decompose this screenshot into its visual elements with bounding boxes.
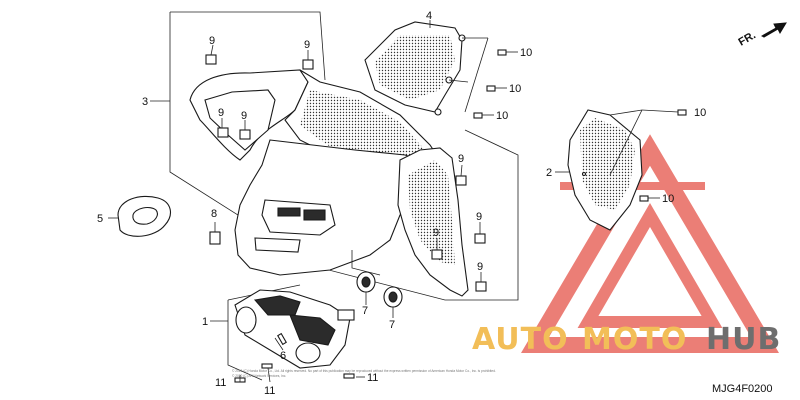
callout-11c: 11 — [367, 372, 378, 384]
watermark-triangle-outer — [520, 134, 780, 353]
copyright-notice: © 2020 (C) Honda Motor Co., Ltd. All rig… — [232, 369, 496, 378]
callout-11a: 11 — [215, 377, 226, 389]
callout-2: 2 — [546, 167, 552, 179]
front-label: FR. — [737, 29, 758, 48]
front-arrow-icon — [760, 22, 787, 38]
grommet-part-7-right — [383, 286, 403, 308]
callout-10a: 10 — [520, 47, 532, 59]
inner-cover-part-3 — [189, 69, 469, 297]
watermark-auto: AUTO — [472, 322, 569, 357]
clip-part-8 — [209, 222, 221, 245]
callout-4: 4 — [426, 10, 432, 22]
bolts-part-10 — [473, 49, 687, 202]
callout-9c: 9 — [218, 107, 224, 119]
callout-7a: 7 — [362, 305, 368, 317]
callout-1: 1 — [202, 316, 208, 328]
callout-9f: 9 — [476, 211, 482, 223]
copyright-line-1: © 2020 (C) Honda Motor Co., Ltd. All rig… — [232, 369, 496, 373]
screws-part-11 — [234, 363, 355, 383]
callout-9h: 9 — [477, 261, 483, 273]
callout-9a: 9 — [209, 35, 215, 47]
callout-8: 8 — [211, 208, 217, 220]
clips-part-9 — [205, 54, 487, 292]
copyright-line-2: © 2020 (C) ARI Network Services, Inc. — [232, 374, 286, 378]
watermark-moto: MOTO — [582, 322, 687, 357]
watermark-triangle-inner — [577, 203, 723, 328]
callout-9b: 9 — [304, 39, 310, 51]
callout-9g: 9 — [433, 227, 439, 239]
callout-3: 3 — [142, 96, 148, 108]
callout-10c: 10 — [496, 110, 508, 122]
callout-9d: 9 — [241, 110, 247, 122]
callout-6: 6 — [280, 350, 286, 362]
callout-labels: 1 2 3 4 5 6 7 7 8 9 9 9 9 9 9 9 9 10 10 … — [97, 10, 706, 397]
callout-11b: 11 — [264, 385, 275, 397]
grommet-part-5 — [117, 195, 171, 237]
callout-7b: 7 — [389, 319, 395, 331]
front-direction-indicator: FR. — [737, 22, 787, 49]
callout-9e: 9 — [458, 153, 464, 165]
watermark-hub: HUB — [706, 322, 781, 357]
switch-assembly-part-1 — [210, 284, 355, 381]
watermark: AUTO MOTO HUB — [472, 134, 781, 357]
grommet-part-7-left — [356, 271, 376, 293]
screw-part-6 — [274, 332, 287, 351]
diagram-code: MJG4F0200 — [712, 383, 773, 395]
upper-cover-part-4 — [364, 21, 466, 116]
leader-lines — [108, 20, 679, 383]
callout-5: 5 — [97, 213, 103, 225]
callout-10e: 10 — [662, 193, 674, 205]
side-cover-part-2 — [567, 109, 643, 231]
callout-10b: 10 — [509, 83, 521, 95]
callout-10d: 10 — [694, 107, 706, 119]
